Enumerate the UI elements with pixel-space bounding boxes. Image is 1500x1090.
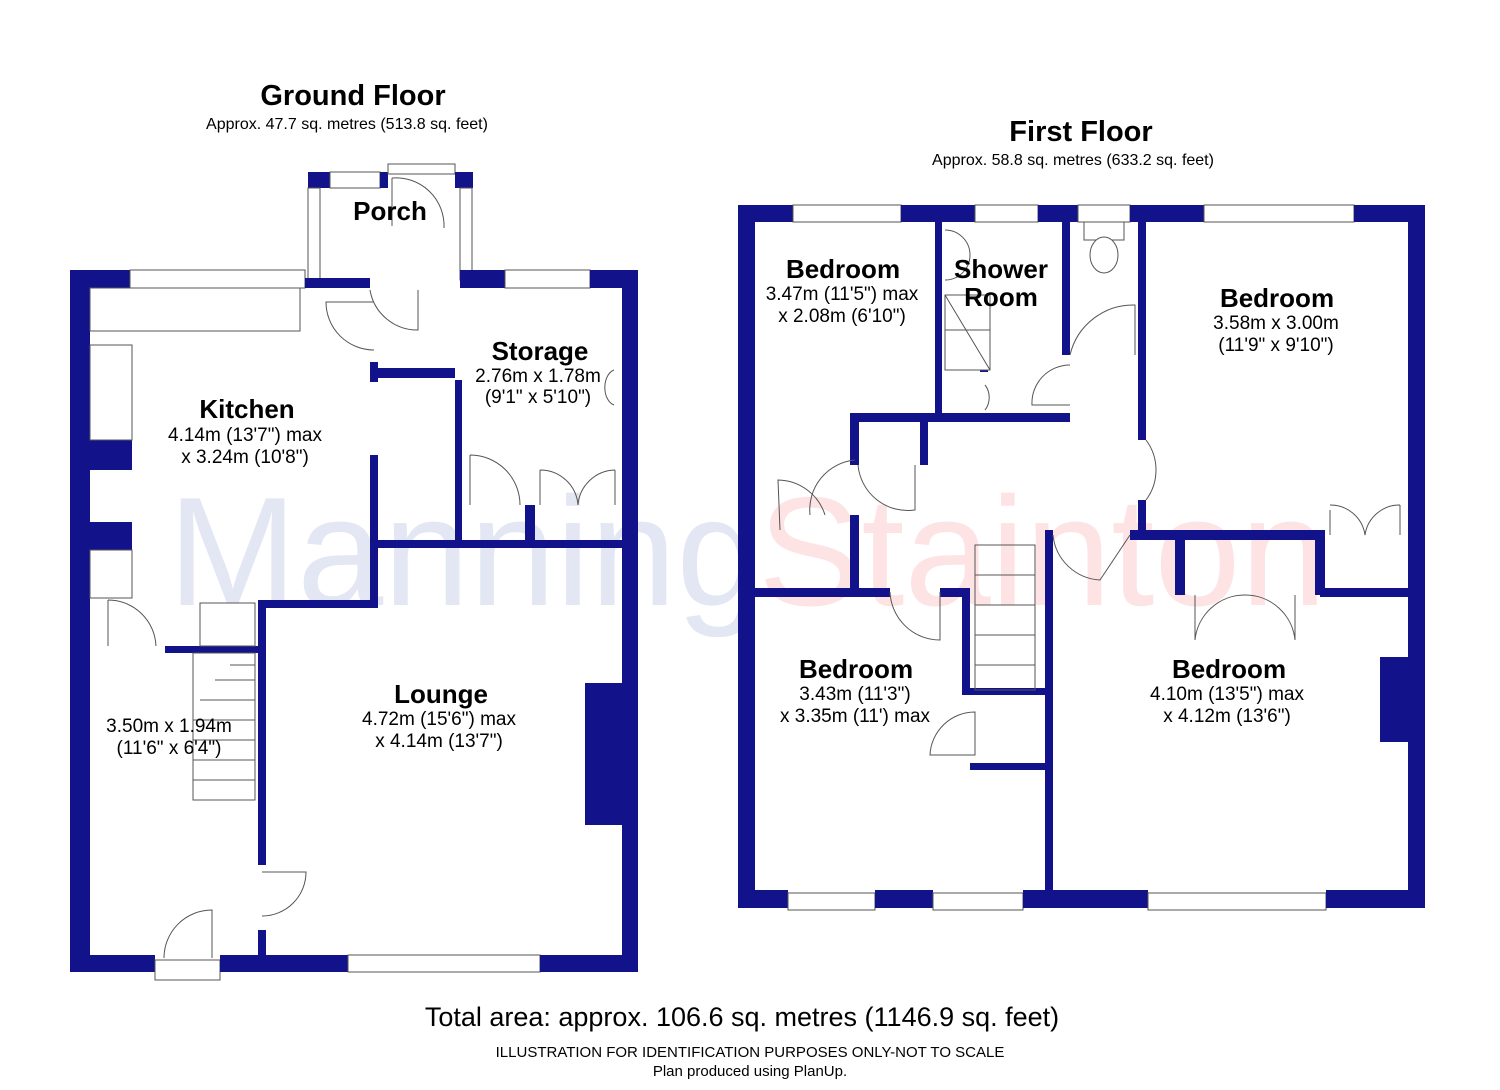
room-dims-bedroom-1: 3.47m (11'5") max [766,284,919,305]
room-label-bedroom-3: Bedroom [799,654,913,684]
room-dims-bedroom-4: 4.10m (13'5") max [1150,684,1304,705]
room-label-lounge: Lounge [394,679,488,709]
room-dims-bedroom-3: x 3.35m (11') max [780,706,931,727]
room-label-shower-room: Shower [954,254,1048,284]
room-dims-kitchen: x 3.24m (10'8") [181,447,309,468]
room-dims-storage: 2.76m x 1.78m [475,366,601,387]
room-dims-storage: (9'1" x 5'10") [485,387,591,408]
plan-credit: Plan produced using PlanUp. [653,1063,847,1080]
room-dims-bedroom-3: 3.43m (11'3") [799,684,910,705]
first-floor-header: First Floor Approx. 58.8 sq. metres (633… [932,116,1214,169]
total-area: Total area: approx. 106.6 sq. metres (11… [425,1002,1059,1032]
room-dims-bedroom-2: (11'9" x 9'10") [1218,335,1333,356]
room-label-bedroom-2: Bedroom [1220,283,1334,313]
room-dims-lounge: 4.72m (15'6") max [362,709,516,730]
first-floor-plan [738,204,1425,911]
ground-floor-title: Ground Floor [260,80,445,112]
ground-floor-header: Ground Floor Approx. 47.7 sq. metres (51… [206,80,488,133]
room-label-bedroom-4: Bedroom [1172,654,1286,684]
room-label-bedroom-1: Bedroom [786,254,900,284]
room-label-kitchen: Kitchen [199,394,294,424]
room-dims-bedroom-1: x 2.08m (6'10") [778,306,906,327]
room-dims-bedroom-2: 3.58m x 3.00m [1213,313,1339,334]
room-label-shower-room-2: Room [964,282,1038,312]
footer: Total area: approx. 106.6 sq. metres (11… [425,1002,1059,1080]
first-floor-title: First Floor [1009,116,1152,148]
room-label-storage: Storage [492,336,589,366]
ground-floor-area: Approx. 47.7 sq. metres (513.8 sq. feet) [206,116,488,133]
disclaimer: ILLUSTRATION FOR IDENTIFICATION PURPOSES… [496,1044,1005,1061]
room-label-porch: Porch [353,196,427,226]
watermark-manning: Manning [168,465,763,638]
room-dims-hall: (11'6" x 6'4") [117,738,222,759]
watermark-stainton: Stainton [758,465,1327,638]
ground-floor-plan [70,163,638,981]
room-dims-kitchen: 4.14m (13'7") max [168,425,322,446]
room-dims-lounge: x 4.14m (13'7") [375,731,503,752]
room-dims-bedroom-4: x 4.12m (13'6") [1163,706,1291,727]
room-dims-hall: 3.50m x 1.94m [106,716,232,737]
first-floor-area: Approx. 58.8 sq. metres (633.2 sq. feet) [932,152,1214,169]
watermark: Manning Stainton [168,465,1327,638]
